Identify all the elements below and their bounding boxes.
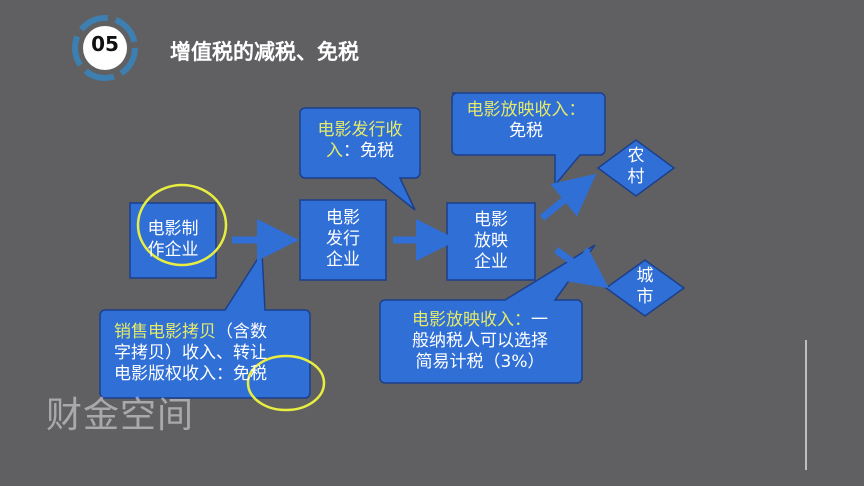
callout-highlight: 电影发行收 xyxy=(317,120,403,140)
node-exhibitor-label: 电影 放映 企业 xyxy=(447,210,535,273)
callout-urban-exhibition-text: 电影放映收入：一 般纳税人可以选择 简易计税（3%） xyxy=(380,310,580,373)
label-line: 农 xyxy=(627,146,645,166)
callout-highlight: 销售电影拷贝 xyxy=(114,322,216,342)
label-line: 电影 xyxy=(474,210,508,230)
annotation-circle-exempt xyxy=(246,354,326,412)
label-line: 发行 xyxy=(326,229,360,249)
arrow-exhibitor-urban xyxy=(553,246,610,289)
label-line: 城 xyxy=(636,266,654,286)
label-line: 企业 xyxy=(326,250,360,270)
node-distributor-label: 电影 发行 企业 xyxy=(300,208,386,271)
label-line: 村 xyxy=(627,167,645,187)
callout-urban-exhibition xyxy=(379,244,596,384)
callout-distribution xyxy=(299,107,421,211)
node-exhibitor xyxy=(446,202,536,281)
callout-highlight: 电影放映收入： xyxy=(412,310,531,330)
arrow-exhibitor-rural xyxy=(539,173,597,221)
callout-text: 字拷贝）收入、转让 xyxy=(114,343,267,363)
node-producer-label: 电影制 作企业 xyxy=(130,219,216,261)
section-number: 05 xyxy=(91,32,119,56)
node-rural xyxy=(596,139,676,197)
node-urban xyxy=(604,259,686,317)
label-line: 电影 xyxy=(326,208,360,228)
label-line: 电影制 xyxy=(147,219,199,239)
callout-copy-sales xyxy=(99,249,311,399)
label-line: 放映 xyxy=(474,231,508,251)
callout-highlight: 电影放映收入： xyxy=(466,100,586,120)
callout-text: 般纳税人可以选择 xyxy=(412,331,548,351)
badge-icon xyxy=(72,15,138,81)
label-line: 作企业 xyxy=(147,240,199,260)
callout-text: （含数 xyxy=(216,322,267,342)
callout-text: ：免税 xyxy=(343,141,394,161)
callout-highlight: 入 xyxy=(326,141,343,161)
page-title: 增值税的减税、免税 xyxy=(170,40,359,64)
watermark: 财金空间 xyxy=(46,395,195,436)
callout-text: 一 xyxy=(531,310,548,330)
node-distributor xyxy=(299,199,387,281)
node-rural-label: 农 村 xyxy=(616,146,656,188)
node-urban-label: 城 市 xyxy=(625,266,665,308)
callout-text: 免税 xyxy=(509,121,543,141)
callout-text: 电影版权收入： xyxy=(114,364,233,384)
tax-exempt-text: 免税 xyxy=(233,364,267,384)
callout-distribution-text: 电影发行收 入：免税 xyxy=(300,120,420,162)
callout-copy-sales-text: 销售电影拷贝（含数 字拷贝）收入、转让 电影版权收入：免税 xyxy=(114,322,314,385)
callout-text: 简易计税（3%） xyxy=(415,352,545,372)
callout-rural-exhibition-text: 电影放映收入： 免税 xyxy=(447,100,605,142)
annotation-circle-producer xyxy=(136,183,228,267)
label-line: 企业 xyxy=(474,252,508,272)
flow-arrows xyxy=(232,173,610,289)
node-producer xyxy=(129,202,217,279)
label-line: 市 xyxy=(636,287,654,307)
